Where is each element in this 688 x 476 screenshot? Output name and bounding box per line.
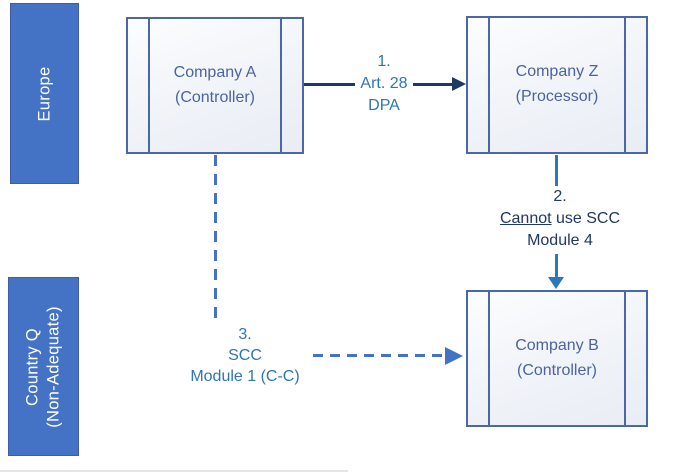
edge1-line3: DPA bbox=[368, 97, 400, 114]
edge2-connector-stub bbox=[555, 155, 558, 186]
node-company-b-inner-line-right bbox=[624, 292, 626, 425]
node-company-z-inner-line-right bbox=[624, 18, 626, 152]
edge3-dashed-vertical-line bbox=[214, 155, 217, 318]
edge2-arrowhead-down-icon bbox=[548, 277, 564, 289]
edge3-arrowhead-right-icon bbox=[445, 347, 463, 365]
node-company-z-text: Company Z (Processor) bbox=[516, 60, 599, 110]
region-country-q: Country Q (Non-Adequate) bbox=[8, 277, 79, 456]
edge3-dashed-horizontal-line bbox=[313, 354, 446, 357]
edge3-label: 3. SCC Module 1 (C-C) bbox=[183, 324, 307, 387]
node-company-a: Company A (Controller) bbox=[126, 17, 304, 154]
node-company-a-text: Company A (Controller) bbox=[174, 61, 257, 111]
region-country-q-line1: Country Q bbox=[23, 327, 42, 406]
node-company-z-inner-line-left bbox=[488, 18, 490, 152]
node-company-b-text: Company B (Controller) bbox=[515, 334, 599, 384]
node-company-a-subtitle: (Controller) bbox=[174, 88, 255, 106]
edge1-line2: Art. 28 bbox=[355, 75, 413, 92]
edge2-step: 2. bbox=[553, 188, 567, 205]
region-country-q-line2: (Non-Adequate) bbox=[44, 305, 63, 428]
node-company-z: Company Z (Processor) bbox=[466, 16, 648, 154]
edge1-text: Art. 28 bbox=[329, 73, 439, 95]
edge2-line3: Module 4 bbox=[527, 232, 593, 249]
edge3-step: 3. bbox=[238, 326, 252, 343]
slide-bottom-edge bbox=[0, 470, 348, 472]
node-company-b-inner-line-left bbox=[488, 292, 490, 425]
edge2-underlined: Cannot bbox=[499, 210, 552, 227]
region-europe-label: Europe bbox=[34, 65, 53, 122]
node-company-a-inner-line-right bbox=[280, 19, 282, 152]
node-company-b-subtitle: (Controller) bbox=[516, 361, 597, 379]
edge2-text: Cannot use SCC bbox=[480, 208, 640, 230]
edge1-step: 1. bbox=[377, 53, 391, 70]
node-company-a-title: Company A bbox=[173, 63, 257, 81]
edge1-arrowhead-right-icon bbox=[452, 77, 466, 91]
node-company-z-title: Company Z bbox=[515, 63, 599, 81]
edge3-line2: SCC bbox=[228, 347, 262, 364]
edge2-line bbox=[555, 254, 558, 278]
edge3-line3: Module 1 (C-C) bbox=[190, 368, 300, 385]
edge2-label: 2. Cannot use SCC Module 4 bbox=[480, 186, 640, 252]
node-company-z-subtitle: (Processor) bbox=[515, 88, 599, 105]
edge1-label: 1. Art. 28 DPA bbox=[329, 51, 439, 117]
node-company-b: Company B (Controller) bbox=[466, 290, 648, 427]
region-europe: Europe bbox=[10, 3, 79, 184]
edge2-rest: use SCC bbox=[551, 210, 621, 227]
region-country-q-label: Country Q (Non-Adequate) bbox=[22, 306, 65, 428]
node-company-a-inner-line-left bbox=[148, 19, 150, 152]
node-company-b-title: Company B bbox=[515, 336, 599, 354]
